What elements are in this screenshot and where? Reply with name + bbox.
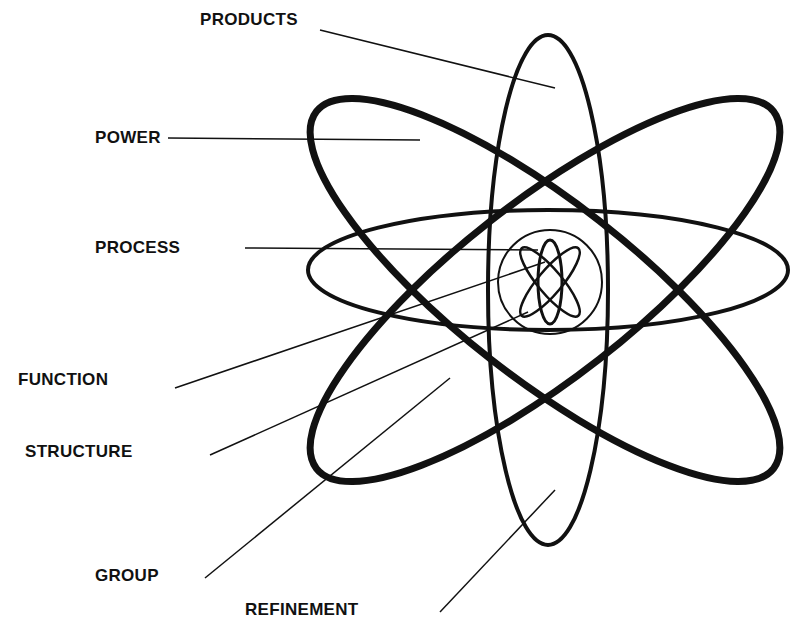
leader-line <box>175 262 545 388</box>
leader-line <box>440 490 555 612</box>
inner-orbit <box>513 241 588 324</box>
horizontal-orbit <box>308 210 788 330</box>
leader-line <box>210 312 528 455</box>
orbit-label: PROCESS <box>95 238 180 258</box>
tilted-orbit <box>262 42 802 538</box>
orbit-label: REFINEMENT <box>245 600 359 620</box>
tilted-orbit <box>262 42 802 538</box>
inner-orbit <box>513 241 588 324</box>
leader-line <box>168 138 420 140</box>
leader-line <box>320 30 555 88</box>
vertical-orbit <box>488 35 608 545</box>
orbit-label: FUNCTION <box>18 370 108 390</box>
inner-orbit <box>538 240 562 324</box>
orbit-label: POWER <box>95 128 161 148</box>
leader-line <box>245 248 538 250</box>
leader-line <box>205 378 450 578</box>
orbit-label: PRODUCTS <box>200 10 298 30</box>
orbit-label: GROUP <box>95 566 159 586</box>
orbit-label: STRUCTURE <box>25 442 133 462</box>
